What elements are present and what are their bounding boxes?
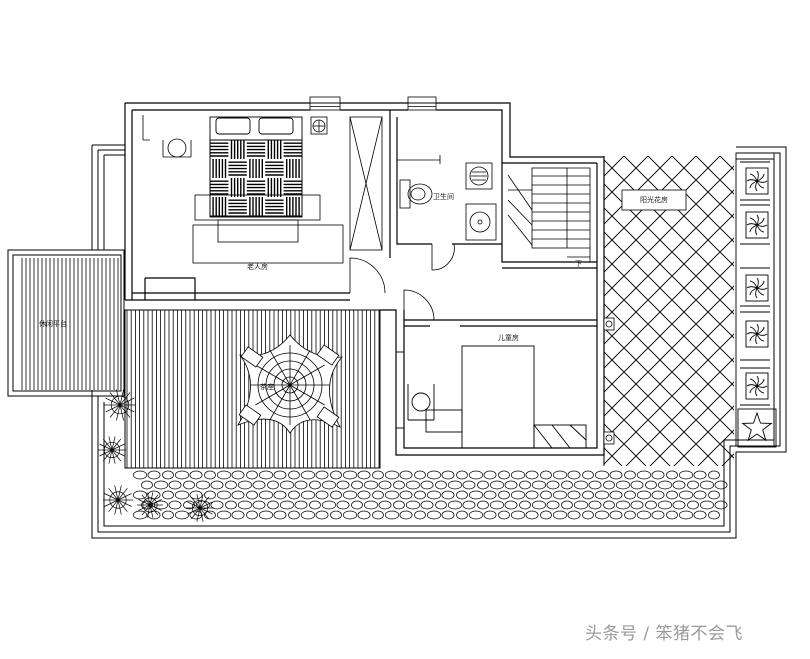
wardrobe (310, 116, 383, 251)
elder-room-chair (142, 115, 192, 158)
staircase (507, 167, 591, 262)
planter-strip (735, 152, 777, 448)
elder-room-label: 老人房 (247, 262, 268, 271)
stair-down-mark: 下 (575, 260, 582, 268)
tea-area-label: 茶座 (260, 382, 274, 391)
pebble-band (132, 470, 728, 520)
house-walls (124, 102, 605, 456)
watermark: 头条号 / 笨猪不会飞 (585, 624, 744, 644)
leisure-deck-label: 休闲平台 (39, 319, 67, 328)
shrub-plants (98, 389, 214, 522)
elder-room-bed (192, 116, 344, 264)
sun-room-label: 阳光花房 (640, 195, 668, 204)
kids-room-label: 儿童房 (498, 333, 519, 342)
bathroom-label: 卫生间 (433, 192, 454, 201)
top-windows (309, 96, 437, 111)
bathroom-fixtures (399, 162, 497, 241)
doors (349, 155, 455, 321)
leisure-deck (7, 249, 125, 397)
tea-canopy (237, 334, 343, 434)
kids-room-bed (395, 345, 587, 449)
sun-room-floor (603, 156, 734, 466)
